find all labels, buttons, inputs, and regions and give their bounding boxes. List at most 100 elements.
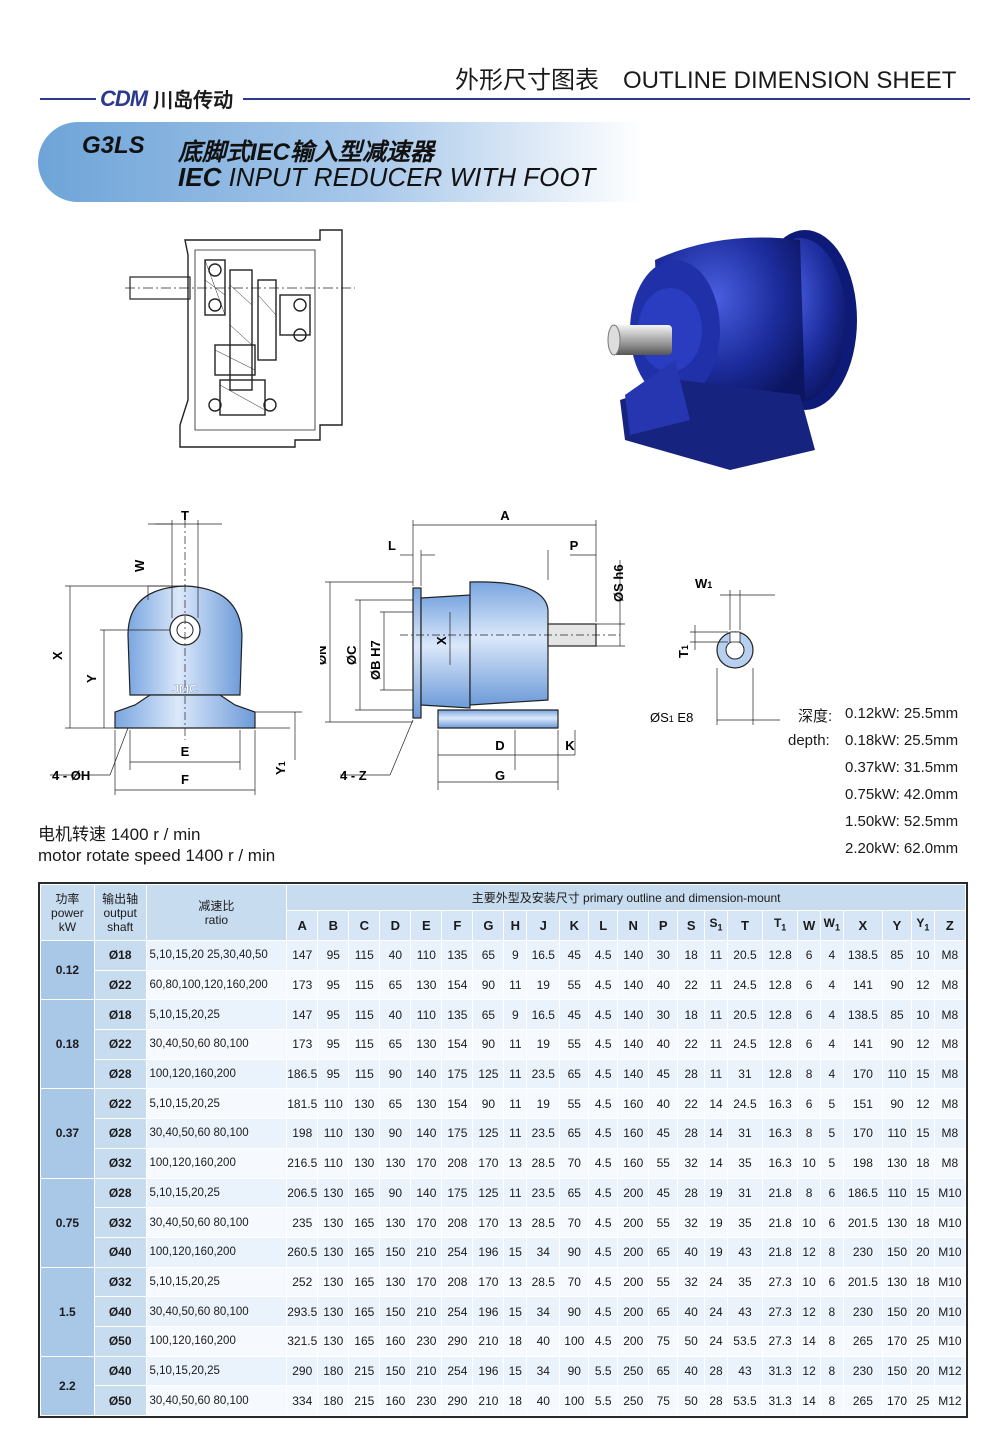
dim-a-label: A: [500, 508, 510, 523]
dimension-cell: 150: [379, 1296, 412, 1327]
dimension-cell: 15: [911, 1177, 935, 1209]
column-header: Y: [882, 910, 912, 941]
dimension-cell: 18: [911, 1207, 935, 1238]
column-header: B: [317, 910, 350, 941]
dimension-cell: 215: [348, 1385, 381, 1416]
dimension-cell: 45: [559, 999, 590, 1031]
gearbox-render: [607, 230, 857, 470]
dimension-cell: 34: [526, 1355, 561, 1387]
dimension-cell: 170: [882, 1385, 912, 1416]
motor-speed-cn: 电机转速 1400 r / min: [38, 825, 201, 844]
dimension-cell: M8: [933, 969, 967, 1001]
ratio-cell: 5,10,15,20,25: [145, 1355, 288, 1387]
dim-n-label: ØN: [320, 646, 329, 666]
dimension-cell: 95: [317, 1058, 350, 1090]
dimension-cell: 130: [882, 1147, 912, 1179]
dimension-cell: 290: [441, 1385, 474, 1416]
dimension-cell: 28: [704, 1385, 728, 1416]
dimension-cell: 12: [797, 1236, 821, 1268]
dimension-cell: 25: [911, 1325, 935, 1357]
dimension-cell: 32: [677, 1266, 706, 1298]
dimension-cell: 11: [503, 1088, 528, 1120]
dimension-cell: 160: [617, 1088, 650, 1120]
ratio-cell: 100,120,160,200: [145, 1147, 288, 1179]
column-header: N: [617, 910, 650, 941]
dimension-cell: 28: [677, 1058, 706, 1090]
dimension-cell: 110: [317, 1118, 350, 1149]
shaft-cell: Ø22: [93, 1088, 147, 1120]
dimension-cell: 16.3: [762, 1088, 799, 1120]
dimension-cell: M8: [933, 940, 967, 971]
dimension-cell: 40: [648, 1088, 679, 1120]
dim-p-label: P: [570, 538, 579, 553]
dimension-cell: 90: [559, 1296, 590, 1327]
dimension-cell: 14: [797, 1325, 821, 1357]
dimension-cell: 230: [410, 1325, 443, 1357]
ratio-cell: 30,40,50,60 80,100: [145, 1385, 288, 1416]
dimension-cell: 14: [704, 1147, 728, 1179]
dimension-cell: 90: [379, 1177, 412, 1209]
dim-y-label: Y: [84, 674, 99, 683]
dimension-cell: 135: [441, 999, 474, 1031]
dimension-cell: 22: [677, 1029, 706, 1060]
dimension-cell: 186.5: [842, 1177, 884, 1209]
dimension-cell: 208: [441, 1147, 474, 1179]
power-cell: 1.5: [40, 1266, 95, 1357]
dimension-cell: 200: [617, 1296, 650, 1327]
shaft-cell: Ø40: [93, 1355, 147, 1387]
dimension-cell: 30: [648, 940, 679, 971]
dimension-cell: 165: [348, 1325, 381, 1357]
column-header: L: [588, 910, 619, 941]
dimension-cell: 21.8: [762, 1236, 799, 1268]
column-header: P: [648, 910, 679, 941]
dimension-cell: 110: [317, 1147, 350, 1179]
dimension-cell: 11: [704, 999, 728, 1031]
dimension-cell: 31: [726, 1058, 764, 1090]
dimension-cell: 40: [379, 999, 412, 1031]
dimension-cell: 20.5: [726, 940, 764, 971]
dimension-cell: 115: [348, 940, 381, 971]
dimension-cell: 160: [379, 1325, 412, 1357]
dimension-cell: 50: [677, 1385, 706, 1416]
dimension-cell: 4.5: [588, 1058, 619, 1090]
dimension-cell: 100: [559, 1325, 590, 1357]
dimension-cell: 4.5: [588, 1029, 619, 1060]
dimension-cell: 196: [472, 1236, 505, 1268]
dimension-cell: 4: [819, 940, 844, 971]
shaft-cell: Ø18: [93, 999, 147, 1031]
dimension-cell: 18: [503, 1385, 528, 1416]
power-cell: 0.12: [40, 939, 95, 1001]
dimension-cell: 90: [559, 1355, 590, 1387]
dimension-cell: 95: [317, 940, 350, 971]
dimension-cell: 19: [526, 1088, 561, 1120]
dimension-cell: 186.5: [286, 1058, 319, 1090]
ratio-cell: 100,120,160,200: [145, 1325, 288, 1357]
dimension-cell: 170: [882, 1325, 912, 1357]
dimension-cell: 130: [317, 1236, 350, 1268]
dimension-cell: 55: [648, 1266, 679, 1298]
dimension-cell: 130: [348, 1088, 381, 1120]
depth-row: 1.50kW: 52.5mm: [845, 813, 959, 830]
column-header: D: [379, 910, 412, 941]
dimension-cell: 140: [617, 969, 650, 1001]
dimension-cell: 75: [648, 1325, 679, 1357]
column-header: Z: [933, 910, 967, 941]
dimension-cell: 90: [472, 1029, 505, 1060]
dimension-cell: 125: [472, 1118, 505, 1149]
dimension-cell: 11: [503, 969, 528, 1001]
dimension-cell: 40: [677, 1355, 706, 1387]
dimension-cell: 8: [819, 1236, 844, 1268]
dimension-cell: 5.5: [588, 1355, 619, 1387]
dimension-cell: 165: [348, 1177, 381, 1209]
dimension-cell: 32: [677, 1207, 706, 1238]
dimension-cell: 23.5: [526, 1118, 561, 1149]
dimension-cell: M10: [933, 1207, 967, 1238]
dim-w-label: W: [132, 559, 147, 572]
dimension-cell: 25: [911, 1385, 935, 1416]
dimension-cell: 138.5: [842, 940, 884, 971]
